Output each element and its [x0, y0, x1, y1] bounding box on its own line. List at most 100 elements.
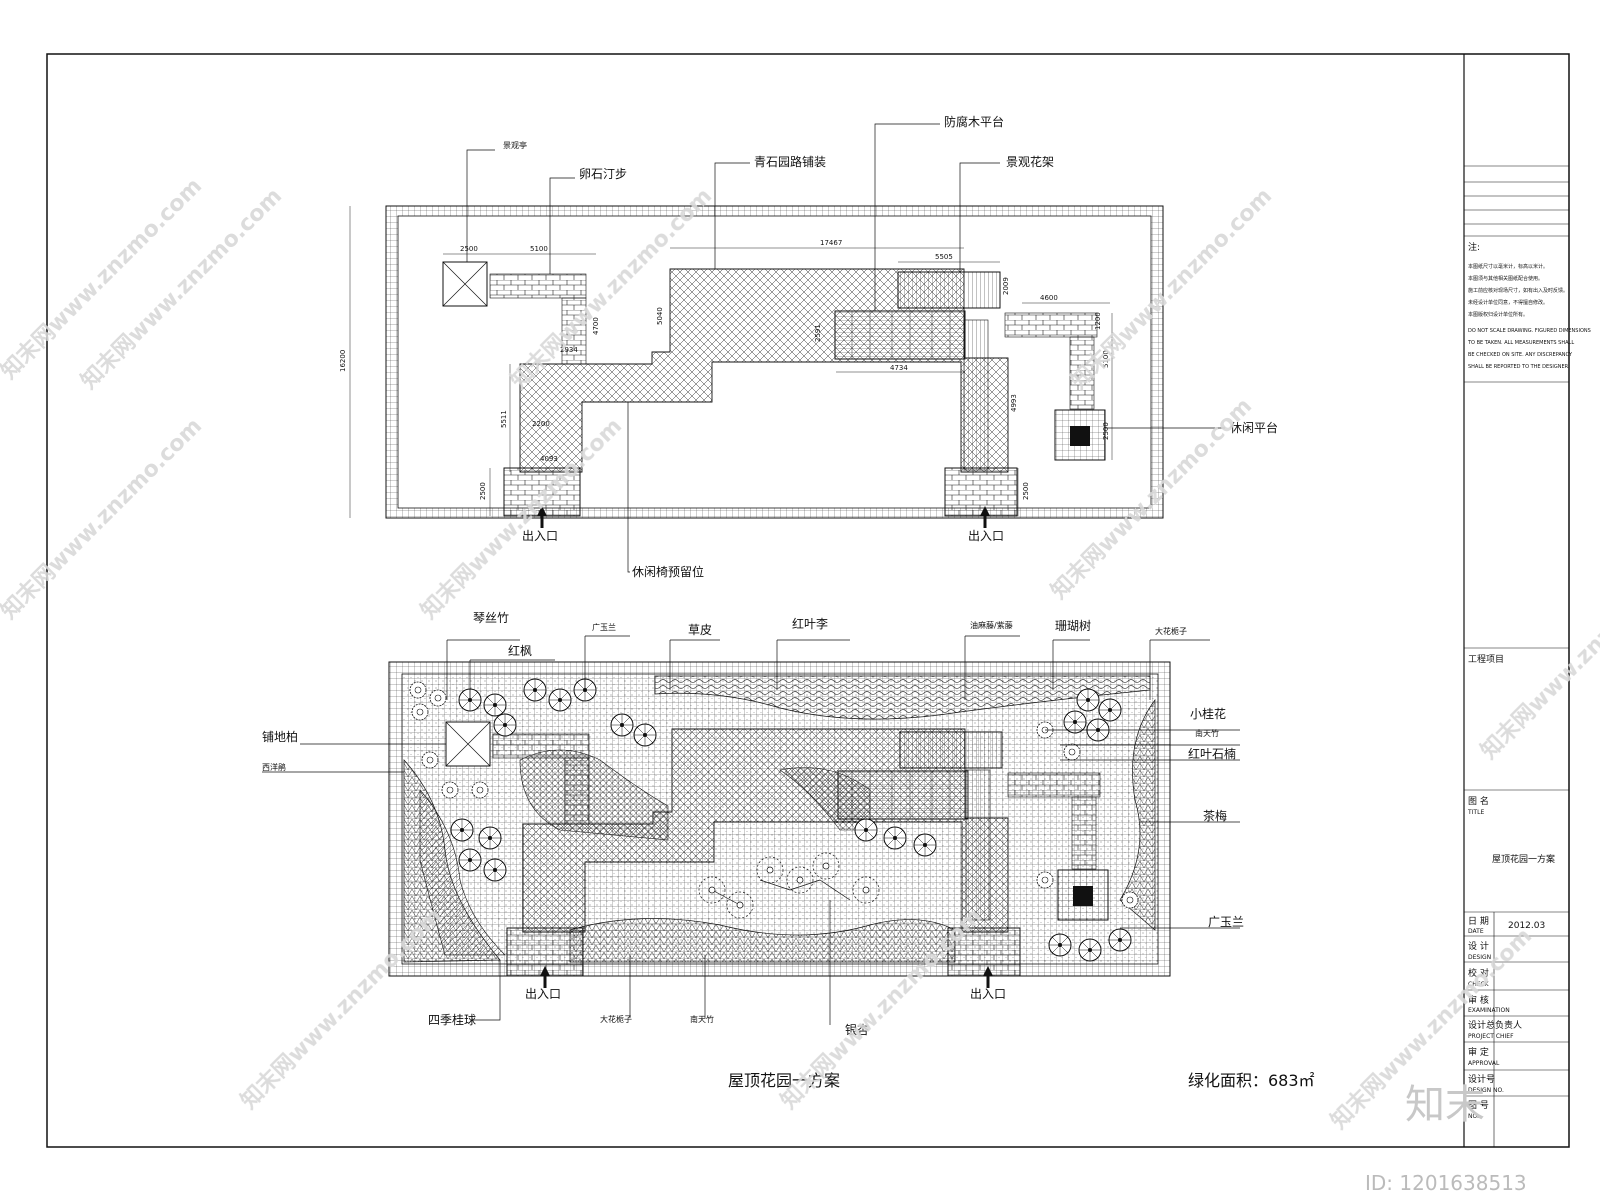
- drawing-no-label-en: DESIGN NO.: [1468, 1087, 1504, 1094]
- label-paving: 青石园路铺装: [754, 154, 826, 169]
- label-yinxing: 银杏: [845, 1023, 869, 1037]
- label-pavilion: 景观亭: [503, 140, 527, 150]
- approve-label-en: APPROVAL: [1468, 1060, 1500, 1067]
- label-chamei: 茶梅: [1203, 808, 1227, 823]
- top-plan: [349, 123, 1225, 573]
- dim-2591: 2591: [814, 324, 822, 342]
- note-line-1: 本图纸尺寸以毫米计，标高以米计。: [1468, 263, 1548, 270]
- label-pergola: 景观花架: [1006, 154, 1054, 169]
- entrance-right-bottom: [947, 927, 1021, 977]
- note-line-6: DO NOT SCALE DRAWING. FIGURED DIMENSIONS: [1468, 328, 1591, 334]
- label-nantianzhu-right: 南天竹: [1195, 728, 1219, 738]
- note-line-5: 本图版权归设计单位所有。: [1468, 311, 1528, 318]
- label-entrance-top-right: 出入口: [968, 529, 1004, 543]
- label-leisure: 休闲平台: [1230, 420, 1278, 435]
- note-line-3: 施工前应核对现场尺寸，如有出入及时反馈。: [1468, 287, 1568, 294]
- drawing-frame: [46, 53, 1570, 1148]
- drawing-label-en: TITLE: [1467, 809, 1484, 816]
- label-guangyulan-top: 广玉兰: [592, 622, 616, 632]
- dim-2500-entrance: 2500: [1022, 482, 1030, 500]
- dim-17467: 17467: [820, 239, 842, 247]
- label-pudibai: 铺地柏: [262, 729, 298, 744]
- note-line-9: SHALL BE REPORTED TO THE DESIGNER.: [1468, 364, 1570, 370]
- dim-1200: 1200: [1094, 312, 1102, 330]
- note-line-7: TO BE TAKEN. ALL MEASUREMENTS SHALL: [1467, 340, 1574, 346]
- watermark-text: 知末网www.znzmo.com: [0, 413, 207, 624]
- label-stepping: 卵石汀步: [579, 167, 627, 181]
- label-deck: 防腐木平台: [944, 114, 1004, 129]
- dim-2200: 2200: [532, 420, 550, 428]
- label-hongyeshinan: 红叶石楠: [1188, 746, 1236, 761]
- note-line-2: 本图须与其他相关图纸配合使用。: [1468, 275, 1543, 282]
- bottom-plan: [262, 635, 1240, 1025]
- image-id: ID: 1201638513: [1365, 1171, 1527, 1195]
- dim-5040: 5040: [656, 307, 664, 325]
- note-head: 注:: [1468, 241, 1480, 253]
- label-hongyeli: 红叶李: [792, 616, 828, 631]
- label-youmateng: 油麻藤/紫藤: [970, 620, 1013, 630]
- bed-left-inner: [419, 789, 506, 956]
- label-entrance-top-left: 出入口: [522, 529, 558, 543]
- label-xiyangjuan: 西洋鹃: [262, 762, 286, 772]
- drawing-no-label: 设计号: [1468, 1073, 1495, 1085]
- dim-5505: 5505: [935, 253, 953, 261]
- design-label: 设 计: [1468, 940, 1489, 952]
- drawing-caption-title: 屋顶花园一方案: [728, 1071, 840, 1090]
- titleblock: [1464, 165, 1569, 1147]
- pergola-bottom: [899, 731, 1003, 769]
- note-line-8: BE CHECKED ON SITE. ANY DISCREPANCY: [1468, 352, 1573, 358]
- label-guangyulan-right: 广玉兰: [1208, 915, 1244, 929]
- drawing-name: 屋顶花园一方案: [1492, 853, 1555, 865]
- label-nantianzhu-bottom: 南天竹: [690, 1014, 714, 1024]
- label-xiaoguihua: 小桂花: [1190, 706, 1226, 721]
- label-entrance-bottom-right: 出入口: [970, 987, 1006, 1001]
- dim-2009: 2009: [1002, 277, 1010, 295]
- date-value: 2012.03: [1508, 921, 1545, 931]
- dim-16200: 16200: [339, 350, 347, 372]
- dim-4734: 4734: [890, 364, 908, 372]
- date-label-en: DATE: [1468, 928, 1484, 935]
- review-label: 审 核: [1468, 994, 1489, 1006]
- deck-bottom: [837, 770, 969, 820]
- dim-2500: 2500: [460, 245, 478, 253]
- label-dahuazhizi-top: 大花栀子: [1155, 626, 1187, 636]
- bed-right: [1119, 698, 1156, 931]
- bed-bottom-wave: [569, 918, 956, 963]
- dim-4993: 4993: [1010, 394, 1018, 412]
- dim-2934: 2934: [560, 346, 578, 354]
- ginkgo-group: [698, 852, 880, 919]
- znzmo-logo: 知末: [1405, 1082, 1485, 1128]
- date-label: 日 期: [1468, 916, 1489, 927]
- dim-4600: 4600: [1040, 294, 1058, 302]
- label-qinsi: 琴丝竹: [473, 611, 509, 625]
- drawing-label: 图 名: [1468, 795, 1489, 807]
- dim-4700: 4700: [592, 317, 600, 335]
- project-label: 工程项目: [1468, 654, 1504, 665]
- note-line-4: 未经设计单位同意，不得擅自修改。: [1468, 299, 1548, 306]
- label-siji: 四季桂球: [428, 1012, 476, 1027]
- label-hongfeng: 红枫: [508, 643, 532, 658]
- watermark-text: 知末网www.znzmo.com: [236, 903, 447, 1114]
- dim-5100: 5100: [530, 245, 548, 253]
- green-area-caption: 绿化面积：683㎡: [1188, 1071, 1315, 1090]
- check-label: 校 对: [1468, 967, 1489, 979]
- pergola-top: [897, 271, 1001, 309]
- label-entrance-bottom-left: 出入口: [525, 987, 561, 1001]
- chief-label-en: PROJECT CHIEF: [1468, 1033, 1514, 1040]
- label-bench: 休闲椅预留位: [632, 564, 704, 579]
- design-label-en: DESIGN: [1468, 954, 1491, 961]
- dim-2500-right: 2500: [1102, 422, 1110, 440]
- label-caopi: 草皮: [688, 623, 712, 637]
- dim-5511: 5511: [500, 410, 508, 428]
- label-dahuazhizi-bottom: 大花栀子: [600, 1014, 632, 1024]
- sheet-label-en: NO.: [1468, 1113, 1479, 1120]
- approve-label: 审 定: [1468, 1046, 1489, 1058]
- entrance-right-top: [944, 467, 1018, 517]
- dim-5100-right: 5100: [1102, 350, 1110, 368]
- dim-2500-left: 2500: [479, 482, 487, 500]
- sheet-label: 图 号: [1468, 1100, 1489, 1111]
- review-label-en: EXAMINATION: [1468, 1007, 1510, 1014]
- deck-top: [834, 310, 966, 360]
- label-shanhushu: 珊瑚树: [1055, 618, 1091, 633]
